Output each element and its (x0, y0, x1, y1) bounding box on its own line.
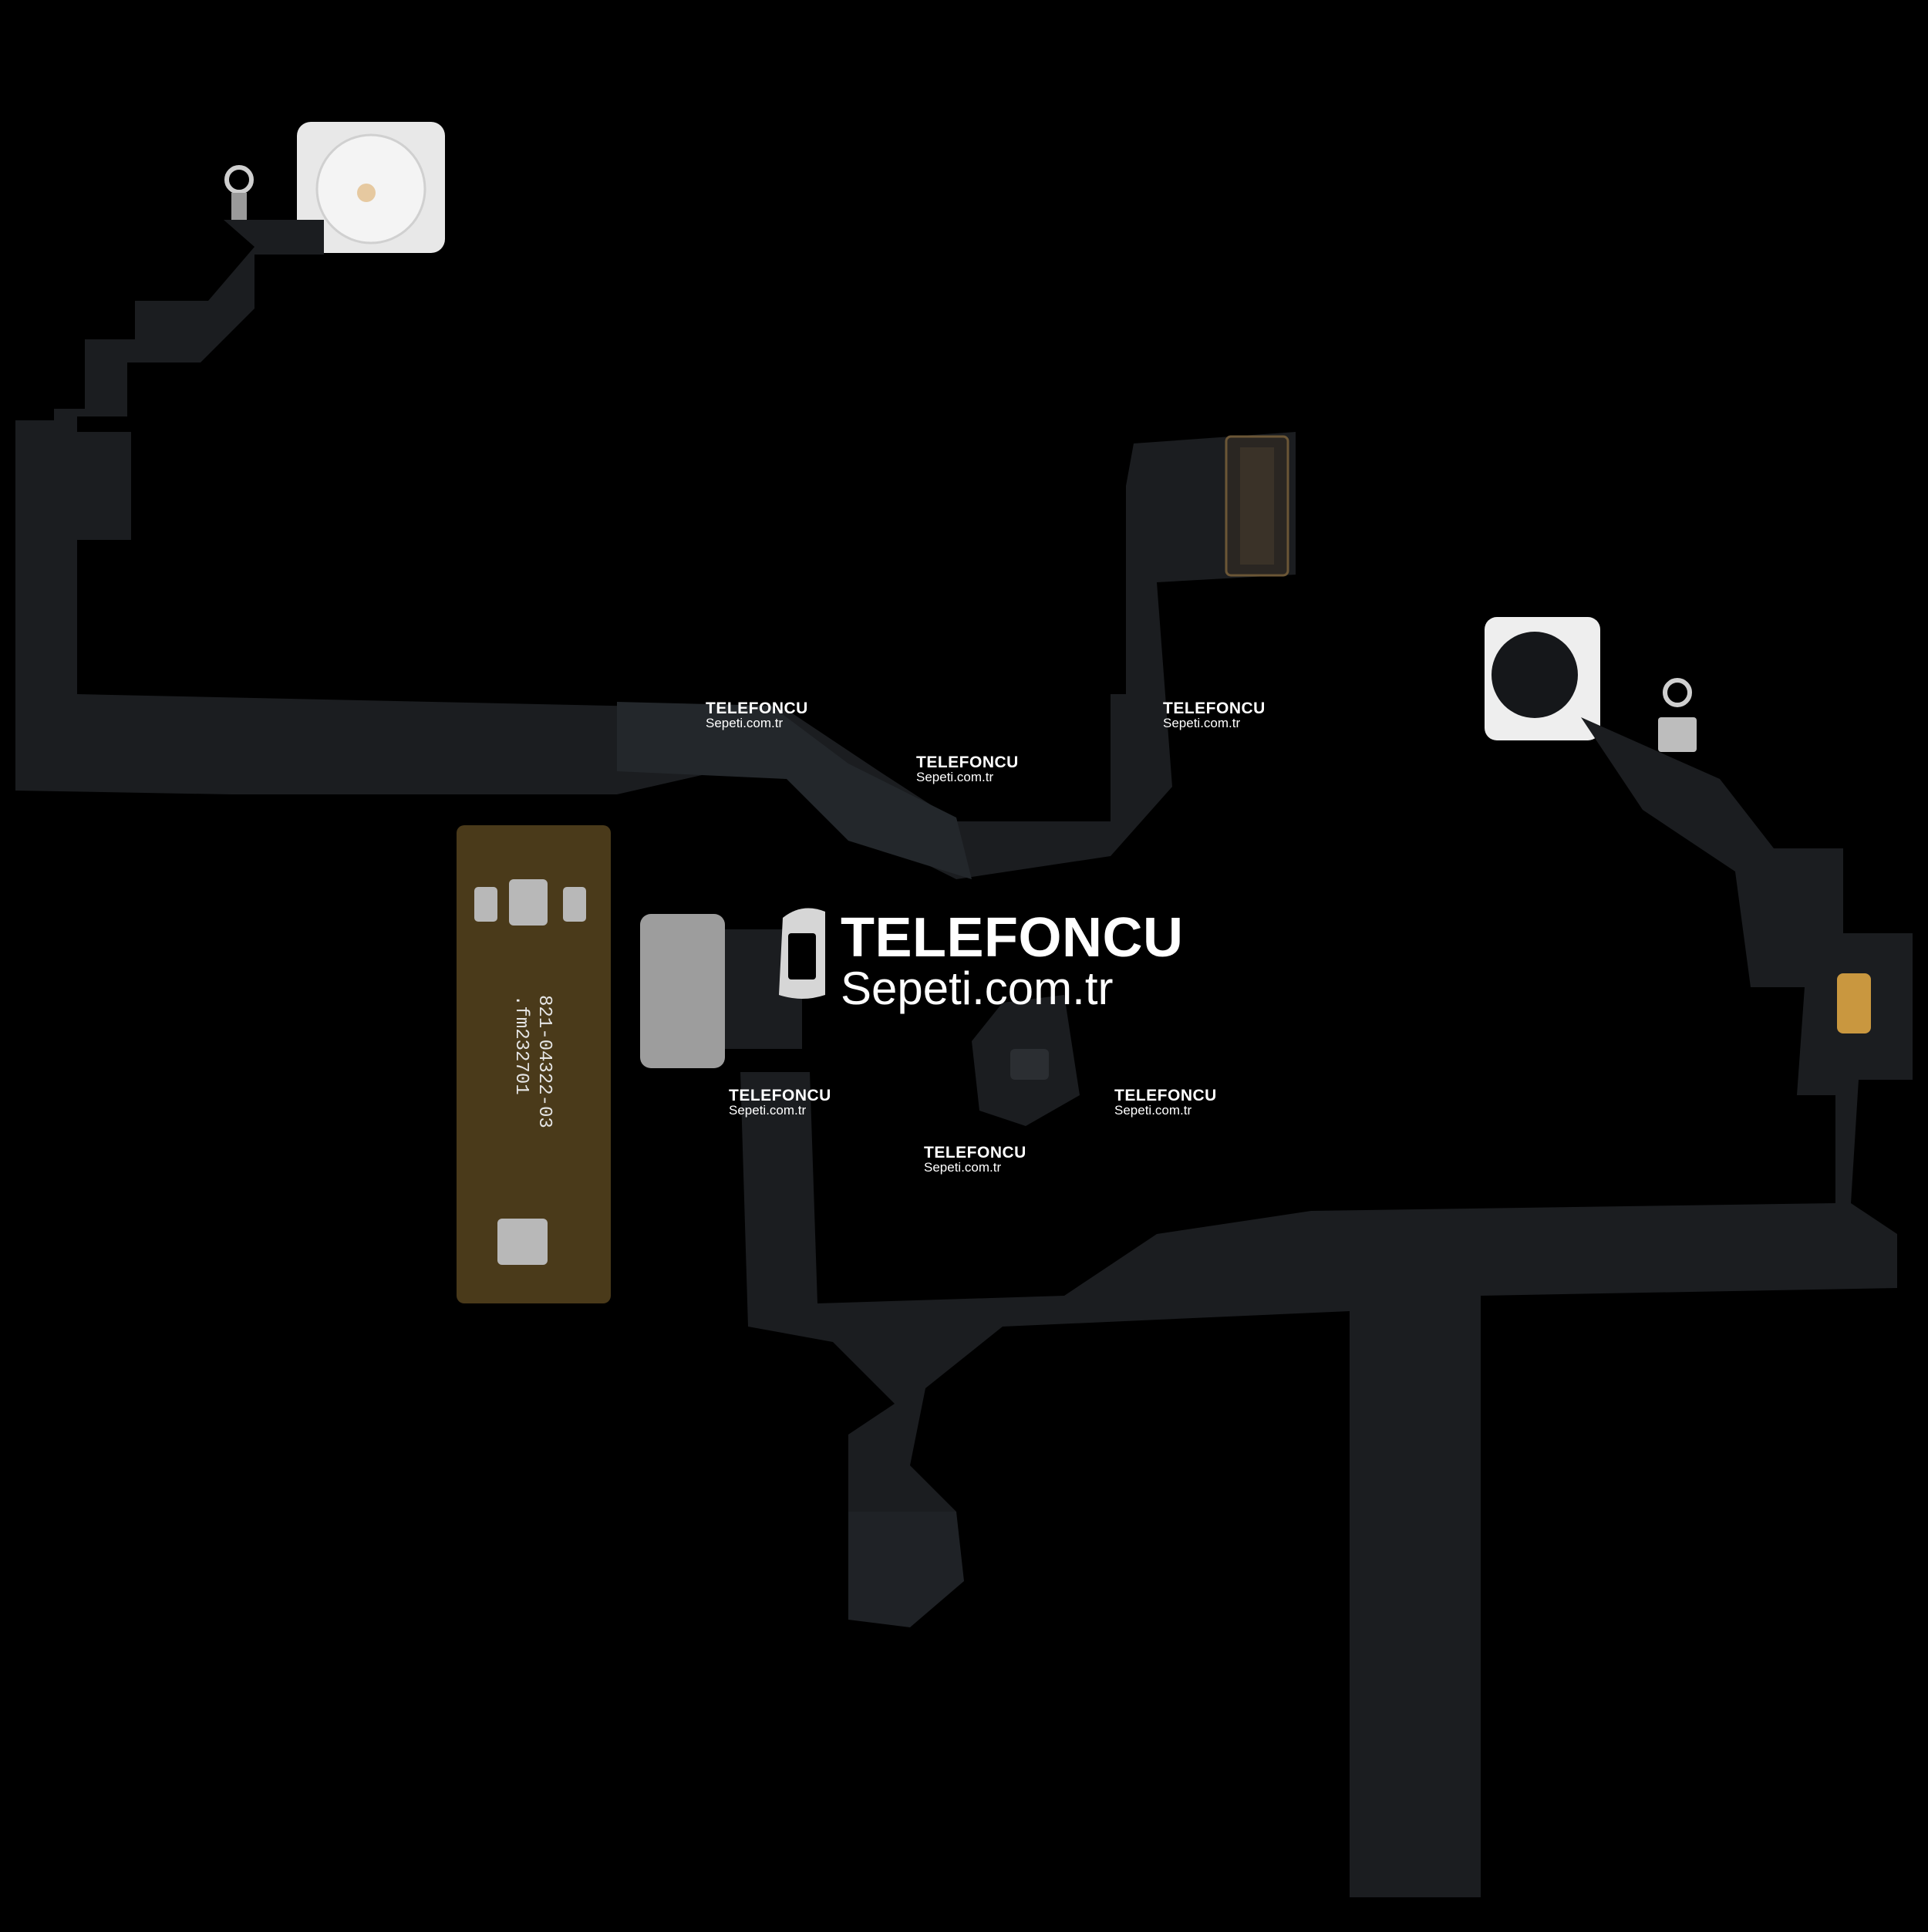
left-flex-cable: 821-04322-03 .fm232701 (15, 122, 1296, 1303)
watermark-small-2: TELEFONCU Sepeti.com.tr (1144, 700, 1266, 730)
contact-pad-1 (509, 879, 548, 926)
watermark-site: Sepeti.com.tr (924, 1160, 1002, 1175)
watermark-small-3: TELEFONCU Sepeti.com.tr (897, 754, 1019, 784)
microphone-component (1837, 973, 1871, 1033)
watermark-brand: TELEFONCU (729, 1087, 831, 1104)
copper-tail (457, 825, 611, 1303)
watermark-brand: TELEFONCU (706, 700, 808, 717)
metal-shield (640, 914, 725, 1068)
watermark-site: Sepeti.com.tr (916, 770, 994, 784)
contact-pad-2 (474, 887, 497, 922)
ground-ring-left (224, 165, 254, 194)
left-cable-body (15, 220, 1296, 879)
phone-logo-icon (779, 908, 825, 999)
watermark-small-6: TELEFONCU Sepeti.com.tr (905, 1145, 1026, 1174)
contact-pad-4 (497, 1219, 548, 1265)
right-flex-cable (740, 617, 1913, 1897)
watermark-small-5: TELEFONCU Sepeti.com.tr (1095, 1087, 1217, 1117)
contact-pad-3 (563, 887, 586, 922)
ground-ring-right (1663, 678, 1692, 707)
watermark-site: Sepeti.com.tr (1163, 716, 1241, 730)
watermark-brand: TELEFONCU (924, 1144, 1026, 1162)
flash-led (357, 184, 376, 202)
watermark-site: Sepeti.com.tr (729, 1103, 807, 1118)
watermark-brand: TELEFONCU (1114, 1087, 1217, 1104)
left-cable-highlight (617, 702, 972, 879)
sensor-cap (1492, 632, 1578, 718)
part-label-line2: .fm232701 (511, 995, 531, 1095)
watermark-brand: TELEFONCU (841, 907, 1184, 969)
right-cable-body (740, 717, 1913, 1897)
watermark-brand: TELEFONCU (916, 754, 1019, 771)
lower-flex-tab (848, 1512, 964, 1627)
watermark-small-4: TELEFONCU Sepeti.com.tr (710, 1087, 831, 1117)
watermark-brand: TELEFONCU (1163, 700, 1266, 717)
watermark-center: TELEFONCU Sepeti.com.tr (771, 907, 1184, 1014)
part-label-line1: 821-04322-03 (534, 995, 554, 1128)
watermark-small-1: TELEFONCU Sepeti.com.tr (686, 700, 808, 730)
watermark-site: Sepeti.com.tr (841, 963, 1114, 1014)
watermark-site: Sepeti.com.tr (1114, 1103, 1192, 1118)
watermark-site: Sepeti.com.tr (706, 716, 784, 730)
